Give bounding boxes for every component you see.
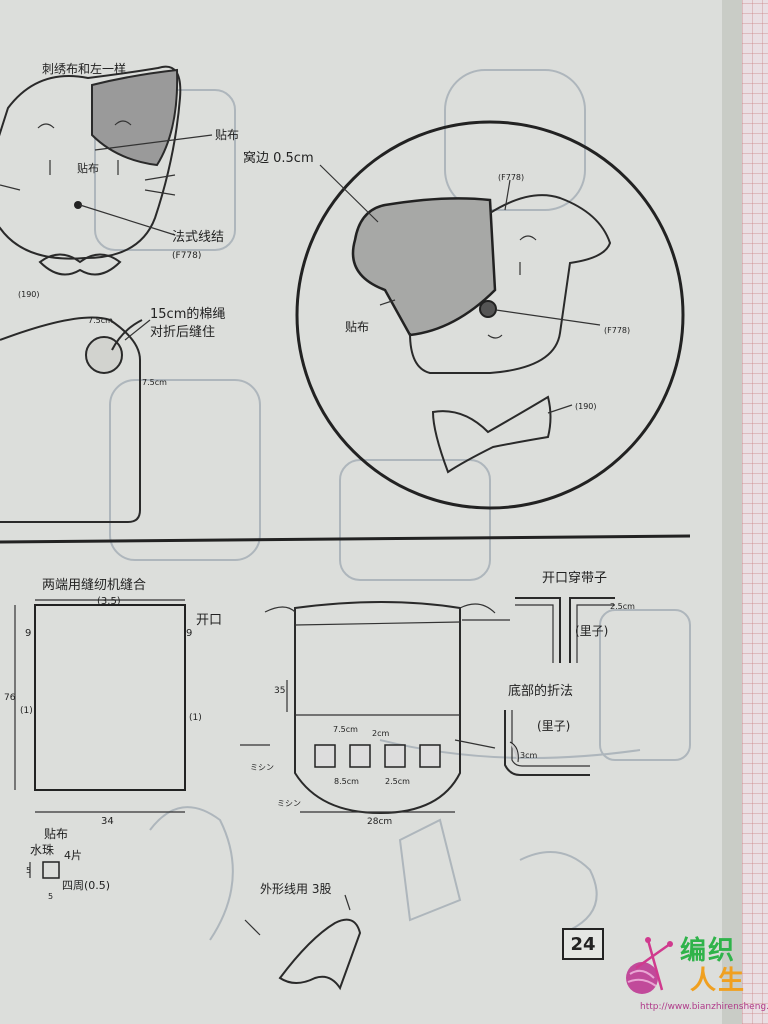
- dim-2-5-ribbon: 2.5cm: [610, 602, 635, 611]
- logo-url: http://www.bianzhirensheng.com: [640, 1002, 768, 1012]
- code-190: (190): [575, 402, 597, 411]
- dim-7-5-bag: 7.5cm: [333, 725, 358, 734]
- page-number: 24: [562, 928, 604, 960]
- applique-label-1: 贴布: [215, 128, 239, 142]
- outline-stitch-label: 外形线用 3股: [260, 882, 331, 896]
- circle-applique-label: 贴布: [345, 320, 369, 334]
- dim-5-bottom: 5: [48, 892, 53, 901]
- kitty-face-drawing: [0, 65, 213, 276]
- machine-label-left: ミシン: [250, 763, 274, 772]
- bottom-fold-label: 底部的折法: [508, 683, 573, 699]
- section-divider: [0, 534, 691, 544]
- seam-detail-diagrams: [504, 597, 615, 776]
- code-f778-right: (F778): [604, 326, 630, 335]
- bag-outline-top: [0, 316, 151, 523]
- applique-label-inner: 贴布: [77, 161, 99, 175]
- dim-7-5-side: 7.5cm: [142, 378, 167, 387]
- logo-text-2: 人生: [690, 966, 747, 996]
- machine-label-bottom: ミシン: [277, 799, 301, 808]
- lining-label-1: (里子): [575, 624, 608, 638]
- dim-8-5-bag: 8.5cm: [334, 777, 359, 786]
- cord-note-line2: 对折后缝住: [150, 325, 215, 340]
- drawstring-bag-drawing: [240, 601, 510, 991]
- applique-label-bottom: 贴布: [44, 827, 68, 841]
- dim-3-5: (3.5): [97, 596, 121, 607]
- code-f778-top: (F778): [498, 173, 524, 182]
- dim-9-right: 9: [186, 628, 192, 639]
- dim-1-right: (1): [189, 713, 202, 723]
- opening-ribbon-label: 开口穿带子: [542, 570, 607, 586]
- code-f778-left: (F778): [172, 251, 201, 261]
- dim-3-fold: 3cm: [520, 751, 537, 760]
- dim-2-bag: 2cm: [372, 729, 389, 738]
- dim-76: 76: [4, 693, 16, 703]
- dim-1-left: (1): [20, 706, 33, 716]
- dots-count: 4片: [64, 849, 82, 862]
- dim-28: 28cm: [367, 817, 392, 827]
- french-knot-label: 法式线结: [172, 230, 224, 245]
- seam-label: 四周(0.5): [62, 879, 110, 892]
- bag-flat-pattern: [14, 599, 186, 879]
- lining-label-2: (里子): [537, 719, 570, 733]
- dots-label: 水珠: [30, 843, 54, 857]
- page-edge: [722, 0, 742, 1024]
- dim-7-5-top: 7.5cm: [88, 316, 113, 325]
- pattern-drawing: 刺绣布和左一样 贴布 贴布 法式线结 (F778) (190) 15cm的棉绳 …: [0, 61, 691, 991]
- cord-note-line1: 15cm的棉绳: [150, 306, 225, 322]
- bleed-through-ghosts: [94, 69, 691, 941]
- yarn-ball-icon: [626, 937, 673, 994]
- site-logo: 编织 人生 http://www.bianzhirensheng.com: [614, 926, 768, 1022]
- code-190-left: (190): [18, 290, 40, 299]
- grid-paper-strip: [742, 0, 768, 1024]
- dim-5-side: 5: [26, 866, 31, 875]
- dim-35: 35: [274, 686, 285, 696]
- opening-label: 开口: [196, 613, 222, 628]
- puppy-circle-drawing: [295, 120, 685, 510]
- dim-2-5-bag: 2.5cm: [385, 777, 410, 786]
- edge-label: 窝边 0.5cm: [243, 150, 314, 166]
- dim-9-left: 9: [25, 628, 31, 639]
- machine-sew-title: 两端用缝纫机缝合: [42, 578, 146, 593]
- embroidery-note: 刺绣布和左一样: [42, 61, 126, 76]
- dim-34: 34: [101, 816, 114, 827]
- logo-text-1: 编织: [680, 936, 737, 966]
